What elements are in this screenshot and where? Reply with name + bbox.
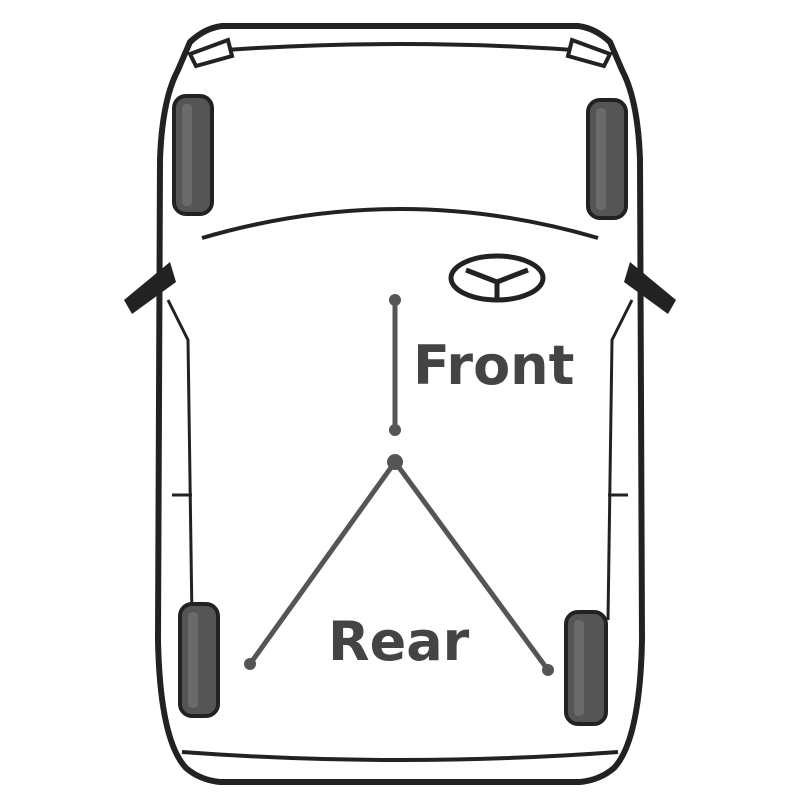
rear-cable-end-right	[542, 664, 554, 676]
front-cable	[389, 294, 401, 436]
tyre-front-left	[172, 94, 214, 216]
headlight-left	[187, 37, 235, 69]
windscreen-line	[201, 207, 599, 240]
car-body-outline	[155, 23, 645, 785]
headlight-right	[565, 37, 613, 69]
steering-wheel-emblem-icon	[448, 253, 546, 303]
rear-cable-junction	[387, 454, 403, 470]
mirror-left	[124, 262, 176, 314]
tyre-rear-right	[564, 610, 608, 726]
rear-label: Rear	[328, 610, 470, 673]
front-cable-end-top	[389, 294, 401, 306]
side-sill-right	[606, 299, 634, 621]
rear-cables	[244, 454, 554, 676]
side-sill-left	[166, 299, 194, 621]
front-bumper	[197, 42, 603, 54]
rear-bumper	[181, 750, 619, 762]
tyre-front-right	[586, 98, 628, 220]
mirror-right	[624, 262, 676, 314]
rear-cable-end-left	[244, 658, 256, 670]
tyre-rear-left	[178, 602, 220, 718]
front-label: Front	[413, 334, 574, 397]
front-cable-end-bottom	[389, 424, 401, 436]
